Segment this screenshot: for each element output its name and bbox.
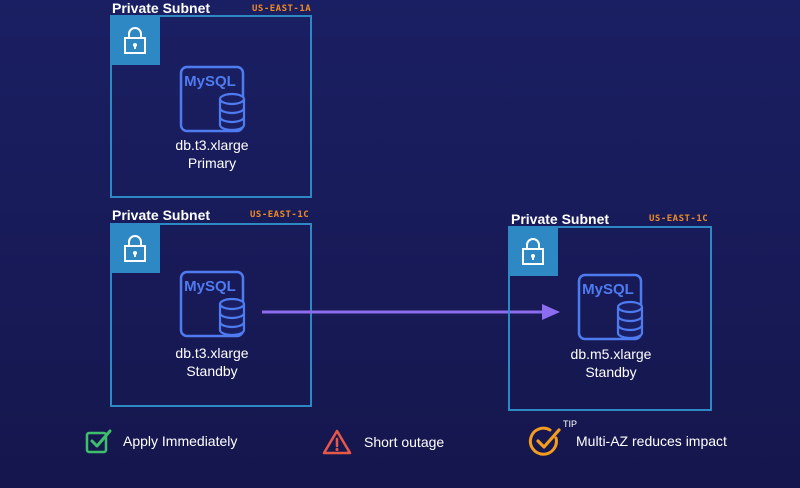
subnet-2-box: MySQL db.t3.xlarge Standby — [110, 223, 312, 407]
mysql-database-icon: MySQL — [577, 273, 644, 341]
lock-badge — [508, 226, 558, 276]
padlock-icon — [124, 27, 146, 54]
mysql-database-icon: MySQL — [179, 270, 246, 338]
mysql-database-icon: MySQL — [179, 65, 246, 133]
subnet-1-title: Private Subnet — [112, 0, 211, 16]
subnet-1-box: MySQL db.t3.xlarge Primary — [110, 15, 312, 198]
subnet-3-az-label: US-EAST-1C — [649, 214, 709, 224]
db-role: Standby — [186, 363, 238, 379]
lock-badge — [110, 15, 160, 65]
legend-apply-immediately: Apply Immediately — [85, 428, 237, 454]
checkbox-check-icon — [85, 429, 112, 454]
warning-triangle-icon — [322, 429, 352, 455]
db-instance-type: db.t3.xlarge — [175, 137, 249, 153]
check-circle-icon — [528, 426, 561, 456]
legend-apply-label: Apply Immediately — [123, 433, 238, 449]
legend-tip-label: Multi-AZ reduces impact — [576, 433, 727, 449]
subnet-2-title: Private Subnet — [112, 207, 211, 223]
padlock-icon — [522, 238, 544, 265]
mysql-engine-label: MySQL — [582, 281, 634, 298]
subnet-3-title: Private Subnet — [511, 211, 610, 227]
db-instance-type: db.t3.xlarge — [175, 345, 249, 361]
modify-instance-arrow — [262, 304, 560, 320]
mysql-engine-label: MySQL — [184, 73, 236, 90]
db-role: Primary — [187, 155, 237, 171]
subnet-1-az-label: US-EAST-1A — [252, 4, 312, 14]
mysql-engine-label: MySQL — [184, 278, 236, 295]
lock-badge — [110, 223, 160, 273]
legend-outage-label: Short outage — [364, 434, 445, 450]
db-role: Standby — [585, 364, 637, 380]
padlock-icon — [124, 235, 146, 262]
subnet-2-az-label: US-EAST-1C — [250, 210, 310, 220]
legend-short-outage: Short outage — [322, 428, 444, 456]
subnet-3-box: MySQL db.m5.xlarge Standby — [508, 226, 712, 411]
tip-tag: TIP — [563, 419, 578, 429]
db-instance-type: db.m5.xlarge — [570, 346, 652, 362]
legend-tip: Multi-AZ reduces impact — [528, 424, 727, 458]
